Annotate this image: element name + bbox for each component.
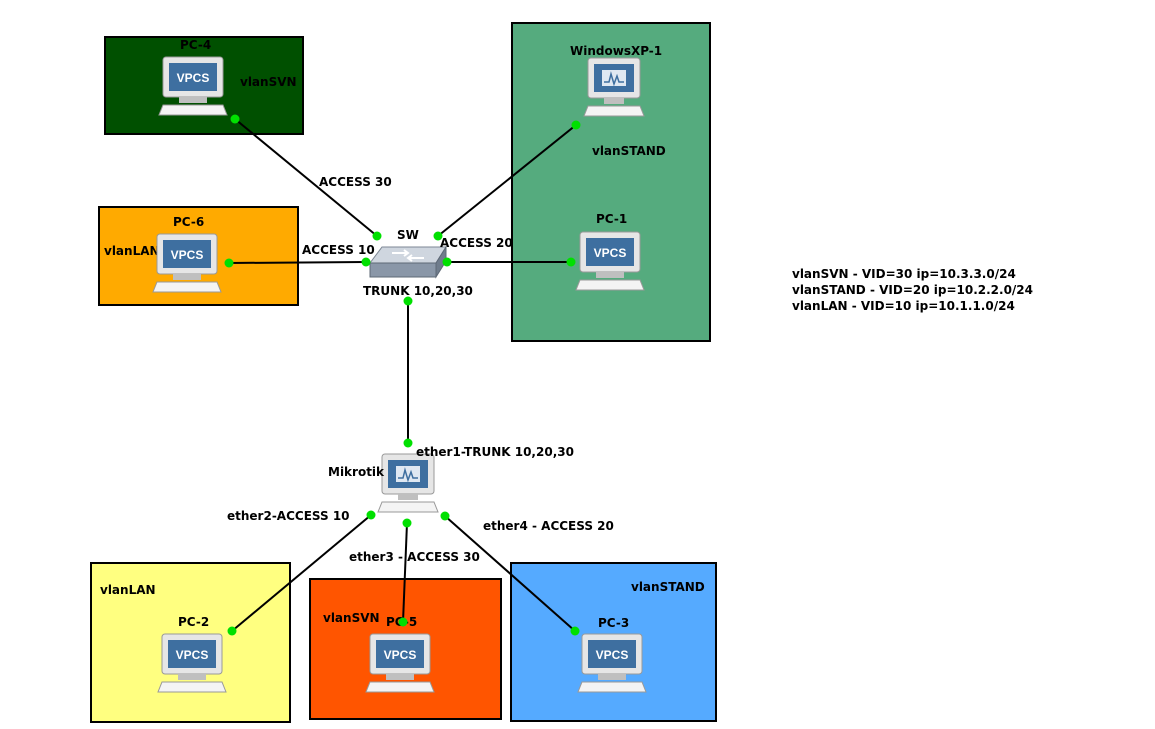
link-mikrotik-pc3 xyxy=(444,515,576,632)
link-mikrotik-pc5 xyxy=(402,522,408,623)
link-label-ether4: ether4 - ACCESS 20 xyxy=(483,519,614,533)
zone-label-pc3: vlanSTAND xyxy=(631,580,705,594)
vlan-legend: vlanSVN - VID=30 ip=10.3.3.0/24 vlanSTAN… xyxy=(792,266,1033,314)
device-pc4[interactable]: VPCS xyxy=(157,55,229,119)
svg-text:VPCS: VPCS xyxy=(176,648,209,662)
label-sw: SW xyxy=(397,228,419,242)
device-pc5[interactable]: VPCS xyxy=(364,632,436,696)
device-pc2[interactable]: VPCS xyxy=(156,632,228,696)
link-pc6-sw xyxy=(228,261,367,264)
svg-text:VPCS: VPCS xyxy=(171,248,204,262)
svg-text:VPCS: VPCS xyxy=(594,246,627,260)
link-label-ether1: ether1-TRUNK 10,20,30 xyxy=(416,445,574,459)
legend-line-vlansvn: vlanSVN - VID=30 ip=10.3.3.0/24 xyxy=(792,267,1016,281)
link-label-access30: ACCESS 30 xyxy=(319,175,392,189)
zone-label-pc2: vlanLAN xyxy=(100,583,156,597)
link-label-ether3: ether3 - ACCESS 30 xyxy=(349,550,480,564)
label-pc2: PC-2 xyxy=(178,615,210,629)
zone-label-pc6: vlanLAN xyxy=(104,244,160,258)
svg-text:VPCS: VPCS xyxy=(384,648,417,662)
link-mikrotik-pc2 xyxy=(231,514,372,632)
zone-label-pc4: vlanSVN xyxy=(240,75,297,89)
link-label-access10: ACCESS 10 xyxy=(302,243,375,257)
device-pc3[interactable]: VPCS xyxy=(576,632,648,696)
link-label-trunk: TRUNK 10,20,30 xyxy=(363,284,473,298)
svg-text:VPCS: VPCS xyxy=(177,71,210,85)
link-xp-sw xyxy=(437,124,577,237)
device-windowsxp[interactable] xyxy=(578,56,650,120)
label-pc5: PC-5 xyxy=(386,615,418,629)
device-pc1[interactable]: VPCS xyxy=(574,230,646,294)
label-pc3: PC-3 xyxy=(598,616,630,630)
link-label-ether2: ether2-ACCESS 10 xyxy=(227,509,350,523)
link-label-access20: ACCESS 20 xyxy=(440,236,513,250)
zone-label-xp: vlanSTAND xyxy=(592,144,666,158)
zone-label-pc5: vlanSVN xyxy=(323,611,380,625)
label-pc1: PC-1 xyxy=(596,212,628,226)
label-mikrotik: Mikrotik xyxy=(328,465,385,479)
legend-line-vlanlan: vlanLAN - VID=10 ip=10.1.1.0/24 xyxy=(792,299,1015,313)
label-windowsxp: WindowsXP-1 xyxy=(570,44,663,58)
label-pc4: PC-4 xyxy=(180,38,212,52)
legend-line-vlanstand: vlanSTAND - VID=20 ip=10.2.2.0/24 xyxy=(792,283,1034,297)
device-switch[interactable] xyxy=(368,243,448,281)
device-pc6[interactable]: VPCS xyxy=(151,232,223,296)
label-pc6: PC-6 xyxy=(173,215,205,229)
link-pc4-sw xyxy=(234,118,378,237)
device-mikrotik[interactable] xyxy=(372,452,444,516)
svg-text:VPCS: VPCS xyxy=(596,648,629,662)
